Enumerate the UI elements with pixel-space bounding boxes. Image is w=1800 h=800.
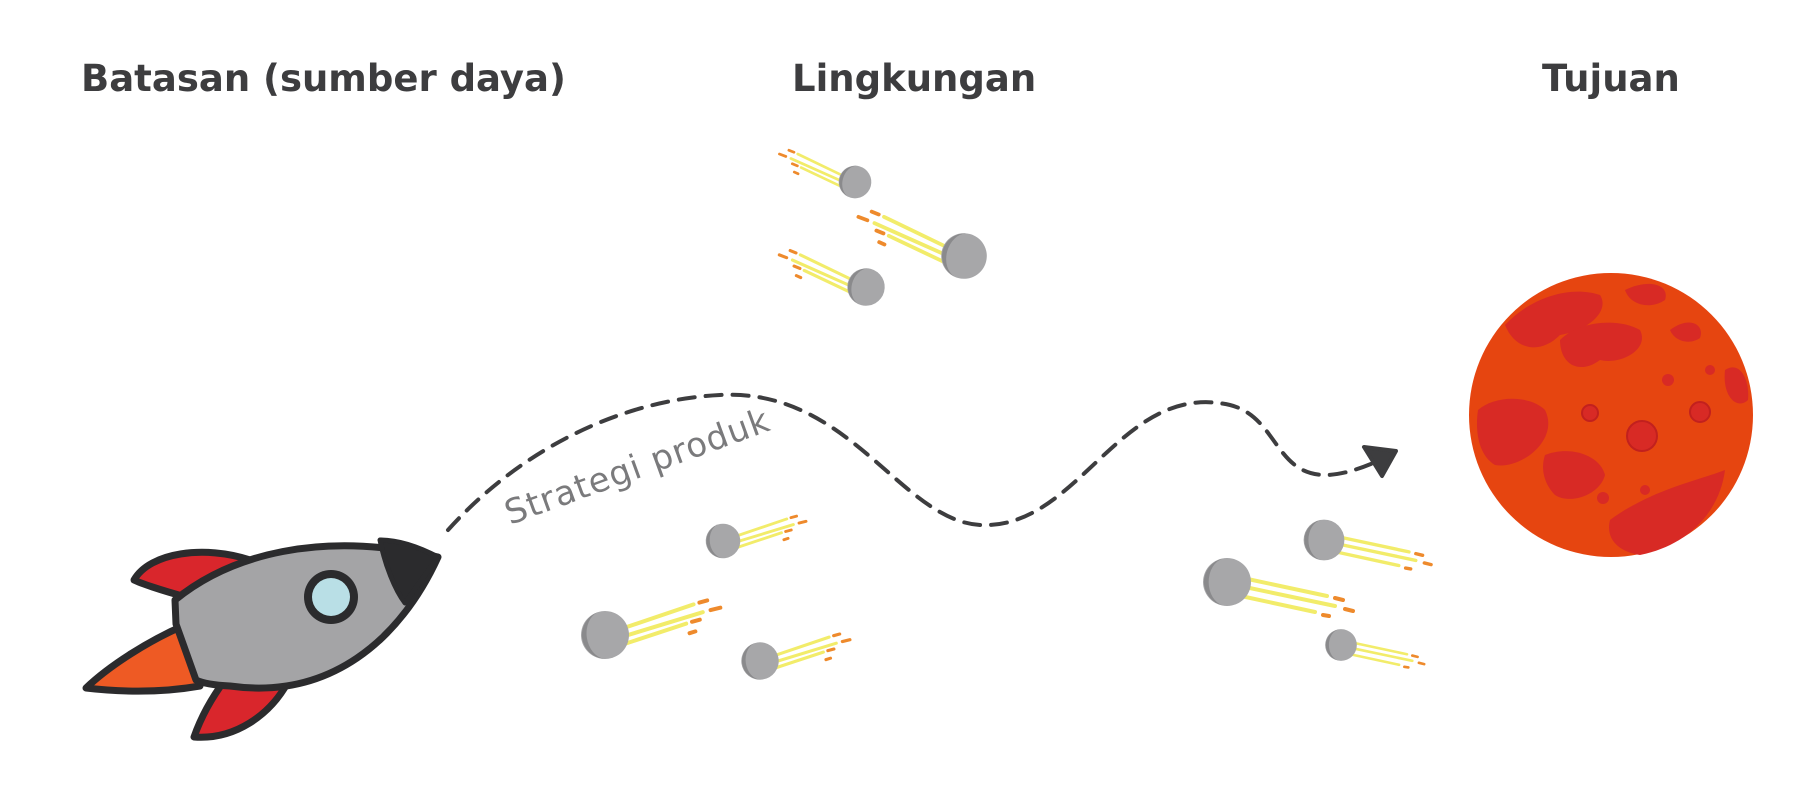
heading-environment: Lingkungan (792, 57, 1037, 100)
heading-goal: Tujuan (1542, 57, 1680, 100)
asteroid-icon (770, 243, 891, 312)
strategy-path (446, 392, 1382, 532)
asteroid-icon (1323, 627, 1426, 669)
asteroid-icon (575, 592, 728, 665)
path-label: Strategi produk (499, 400, 775, 533)
asteroid-icon (737, 628, 856, 684)
asteroid-icon (771, 144, 877, 204)
heading-constraints: Batasan (sumber daya) (81, 57, 566, 100)
asteroid-icon (1201, 556, 1355, 618)
asteroid-icon (702, 510, 811, 562)
rocket-icon (82, 537, 442, 741)
arrow-head-icon (1362, 445, 1398, 478)
asteroid-icon (1301, 517, 1433, 571)
planet-mars-icon (1469, 273, 1753, 557)
